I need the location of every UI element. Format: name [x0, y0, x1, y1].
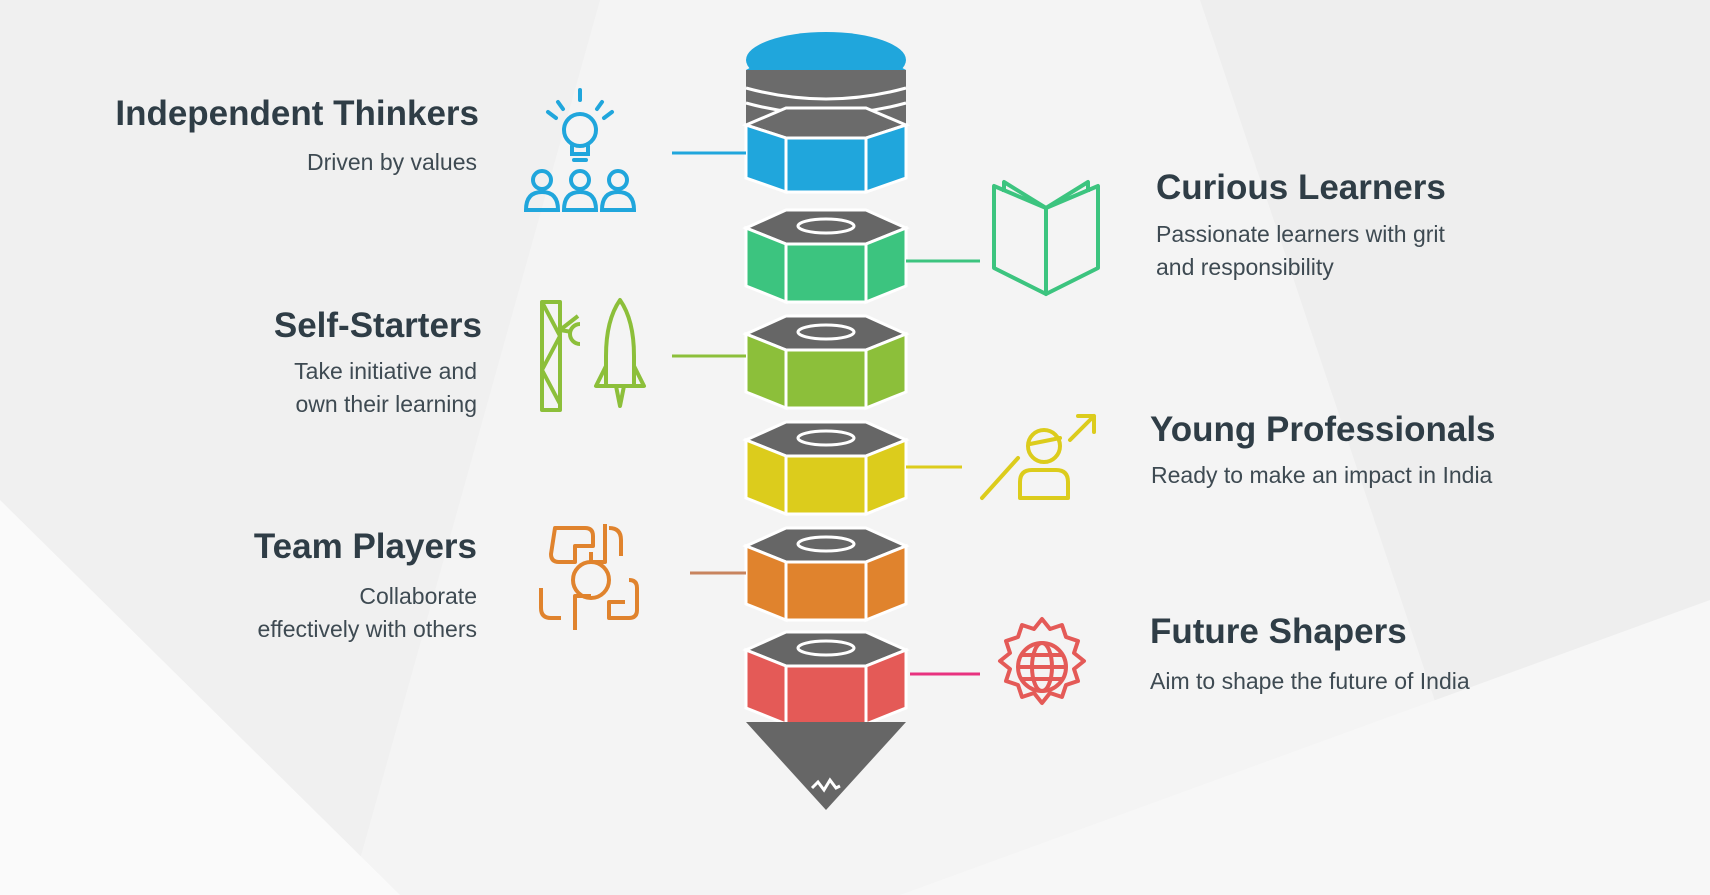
segment-face-front [784, 348, 868, 410]
segment-hole [796, 535, 856, 553]
segment-face-front [784, 242, 868, 304]
segment-hole [796, 323, 856, 341]
segment-3 [742, 420, 910, 517]
segment-face-front [784, 664, 868, 726]
item-title-future-shapers: Future Shapers [1150, 612, 1407, 651]
segment-face-right [864, 543, 908, 623]
item-desc-young-professionals: Ready to make an impact in India [1151, 459, 1492, 492]
segment-face-right [864, 331, 908, 411]
item-desc-self-starters: Take initiative and own their learning [294, 355, 477, 421]
segment-cyan [741, 32, 911, 195]
item-desc-future-shapers: Aim to shape the future of India [1150, 665, 1470, 698]
globe-gear-icon [998, 617, 1086, 705]
desc-line: Passionate learners with grit [1156, 221, 1445, 247]
segment-face-front [784, 454, 868, 516]
item-title-curious-learners: Curious Learners [1156, 168, 1446, 207]
segment-1 [742, 208, 910, 305]
item-title-young-professionals: Young Professionals [1150, 410, 1496, 449]
growth-person-icon [980, 414, 1096, 500]
teamwork-hands-icon [539, 524, 639, 630]
rocket-launch-icon [540, 298, 646, 412]
segment-hole [796, 639, 856, 657]
desc-line: effectively with others [257, 616, 477, 642]
item-desc-curious-learners: Passionate learners with grit and respon… [1156, 218, 1445, 284]
desc-line: Collaborate [359, 583, 477, 609]
desc-line: Ready to make an impact in India [1151, 462, 1493, 488]
item-title-self-starters: Self-Starters [273, 306, 482, 345]
item-title-team-players: Team Players [253, 527, 477, 566]
pencil-lead [810, 777, 841, 793]
lightbulb-team-icon [523, 88, 637, 212]
item-desc-team-players: Collaborate effectively with others [258, 580, 477, 646]
item-desc-independent-thinkers: Driven by values [307, 146, 477, 179]
segment-hole [796, 429, 856, 447]
segment-face-front [784, 560, 868, 622]
open-book-icon [992, 180, 1100, 296]
segment-hole [796, 217, 856, 235]
desc-line: own their learning [295, 391, 477, 417]
desc-line: and responsibility [1156, 254, 1334, 280]
segment-2 [742, 314, 910, 411]
desc-line: Driven by values [306, 149, 477, 175]
pencil-tip [746, 722, 906, 810]
desc-line: Take initiative and [294, 358, 477, 384]
segment-4 [742, 526, 910, 623]
segment-5 [742, 630, 910, 727]
item-title-independent-thinkers: Independent Thinkers [115, 94, 479, 133]
segment-face-right [864, 225, 908, 305]
segment-face-right [864, 647, 908, 727]
desc-line: Aim to shape the future of India [1150, 668, 1470, 694]
segment-face-right [864, 437, 908, 517]
